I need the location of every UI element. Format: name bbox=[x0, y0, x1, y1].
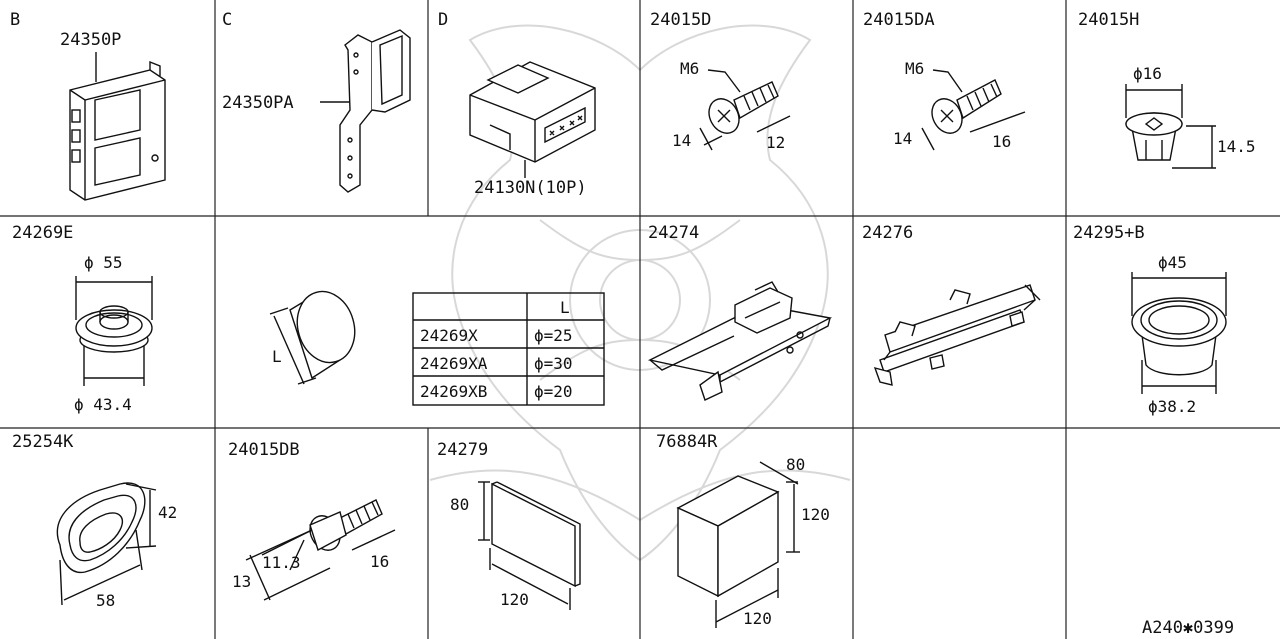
cell-24295b-code: 24295+B bbox=[1073, 223, 1145, 243]
grommet-24269e-drawing bbox=[75, 305, 153, 353]
cell-24295b-dim-top: ϕ45 bbox=[1158, 253, 1187, 272]
table-row-3-part: 24269XB bbox=[420, 382, 487, 401]
cell-24269e-dim-top: ϕ 55 bbox=[84, 253, 123, 272]
cell-76884r: 76884R 80 120 120 bbox=[656, 432, 830, 628]
cell-b: B 24350P bbox=[10, 10, 166, 201]
diagram-reference-code: A240✱0399 bbox=[1142, 618, 1234, 638]
grommet-24295b-drawing bbox=[1131, 297, 1227, 376]
cell-76884r-dim-depth: 80 bbox=[786, 455, 805, 474]
cell-24269e: 24269E ϕ 55 ϕ 43.4 bbox=[12, 223, 153, 414]
table-row-3-size: ϕ=20 bbox=[534, 382, 573, 401]
cell-24015da: 24015DA M6 14 16 bbox=[863, 10, 1026, 151]
cell-24295b-dim-bottom: ϕ38.2 bbox=[1148, 397, 1196, 416]
cell-24015db-dim-a: 11.3 bbox=[262, 553, 301, 572]
cell-24015da-dim-a: 14 bbox=[893, 129, 912, 148]
block-76884r-drawing bbox=[676, 475, 780, 598]
cell-24015h-dim-height: 14.5 bbox=[1217, 137, 1256, 156]
cell-24015h-code: 24015H bbox=[1078, 10, 1139, 30]
cell-25254k-code: 25254K bbox=[12, 432, 74, 452]
nut-24015h-drawing bbox=[1125, 112, 1183, 161]
bracket-24350p-drawing bbox=[69, 60, 166, 201]
cell-b-part-label: 24350P bbox=[60, 30, 121, 50]
bolt-24015db-drawing bbox=[309, 499, 383, 552]
cell-25254k: 25254K 42 58 bbox=[12, 432, 177, 610]
cell-24295b: 24295+B ϕ45 ϕ38.2 bbox=[1073, 223, 1227, 416]
cell-24015db: 24015DB 11.3 13 16 bbox=[228, 440, 396, 601]
cell-24279-code: 24279 bbox=[437, 440, 488, 460]
table-header-l: L bbox=[560, 298, 570, 317]
cell-d-code: D bbox=[438, 10, 448, 30]
cell-24279-dim-height: 80 bbox=[450, 495, 469, 514]
bracket-24350pa-drawing bbox=[339, 29, 411, 193]
cell-c-part-label: 24350PA bbox=[222, 93, 294, 113]
cell-24015d-dim-a: 14 bbox=[672, 131, 691, 150]
size-table: L 24269X ϕ=25 24269XA ϕ=30 24269XB ϕ=20 bbox=[412, 292, 605, 406]
table-row-1-size: ϕ=25 bbox=[534, 326, 573, 345]
cell-d: D 24130N(10P) bbox=[438, 10, 596, 198]
cell-24269e-code: 24269E bbox=[12, 223, 73, 243]
cell-24269x-dim-label: L bbox=[272, 347, 282, 366]
cell-24015db-code: 24015DB bbox=[228, 440, 300, 460]
bracket-24274-drawing bbox=[647, 281, 833, 401]
cell-c-code: C bbox=[222, 10, 232, 30]
cell-25254k-dim-height: 42 bbox=[158, 503, 177, 522]
bracket-24276-drawing bbox=[873, 284, 1041, 386]
bolt-24015d-drawing bbox=[708, 81, 779, 134]
cell-24269e-dim-bottom: ϕ 43.4 bbox=[74, 395, 132, 414]
table-row-2-part: 24269XA bbox=[420, 354, 488, 373]
cell-24015da-thread: M6 bbox=[905, 59, 924, 78]
cell-24279: 24279 80 120 bbox=[437, 440, 581, 610]
cell-24015h-dim-dia: ϕ16 bbox=[1133, 64, 1162, 83]
cell-24015da-code: 24015DA bbox=[863, 10, 935, 30]
cell-24015h: 24015H ϕ16 14.5 bbox=[1078, 10, 1256, 169]
cell-24015da-dim-b: 16 bbox=[992, 132, 1011, 151]
plug-24269x-drawing bbox=[289, 290, 356, 380]
grommet-25254k-drawing bbox=[56, 482, 146, 574]
cell-25254k-dim-width: 58 bbox=[96, 591, 115, 610]
cell-d-part-label: 24130N(10P) bbox=[474, 178, 587, 198]
cell-24015d-code: 24015D bbox=[650, 10, 711, 30]
cell-24015db-dim-c: 16 bbox=[370, 552, 389, 571]
cell-24276-code: 24276 bbox=[862, 223, 913, 243]
cell-24276: 24276 bbox=[862, 223, 1041, 386]
cell-76884r-dim-width: 120 bbox=[743, 609, 772, 628]
cell-24274: 24274 bbox=[647, 223, 833, 401]
cell-c: C 24350PA bbox=[222, 10, 411, 193]
connector-24130n-drawing bbox=[469, 61, 596, 163]
cell-24015db-dim-b: 13 bbox=[232, 572, 251, 591]
cell-24274-code: 24274 bbox=[648, 223, 699, 243]
cell-24015d-dim-b: 12 bbox=[766, 133, 785, 152]
table-row-1-part: 24269X bbox=[420, 326, 478, 345]
bolt-24015da-drawing bbox=[931, 79, 1002, 134]
cell-24269x: L L 24269X ϕ=25 24269XA ϕ=30 24269XB ϕ=2… bbox=[269, 290, 605, 406]
table-row-2-size: ϕ=30 bbox=[534, 354, 573, 373]
cell-24015d-thread: M6 bbox=[680, 59, 699, 78]
cell-76884r-code: 76884R bbox=[656, 432, 718, 452]
cell-b-code: B bbox=[10, 10, 20, 30]
cell-24279-dim-width: 120 bbox=[500, 590, 529, 609]
pad-24279-drawing bbox=[491, 481, 581, 588]
cell-76884r-dim-height: 120 bbox=[801, 505, 830, 524]
cell-24015d: 24015D M6 14 12 bbox=[650, 10, 791, 152]
